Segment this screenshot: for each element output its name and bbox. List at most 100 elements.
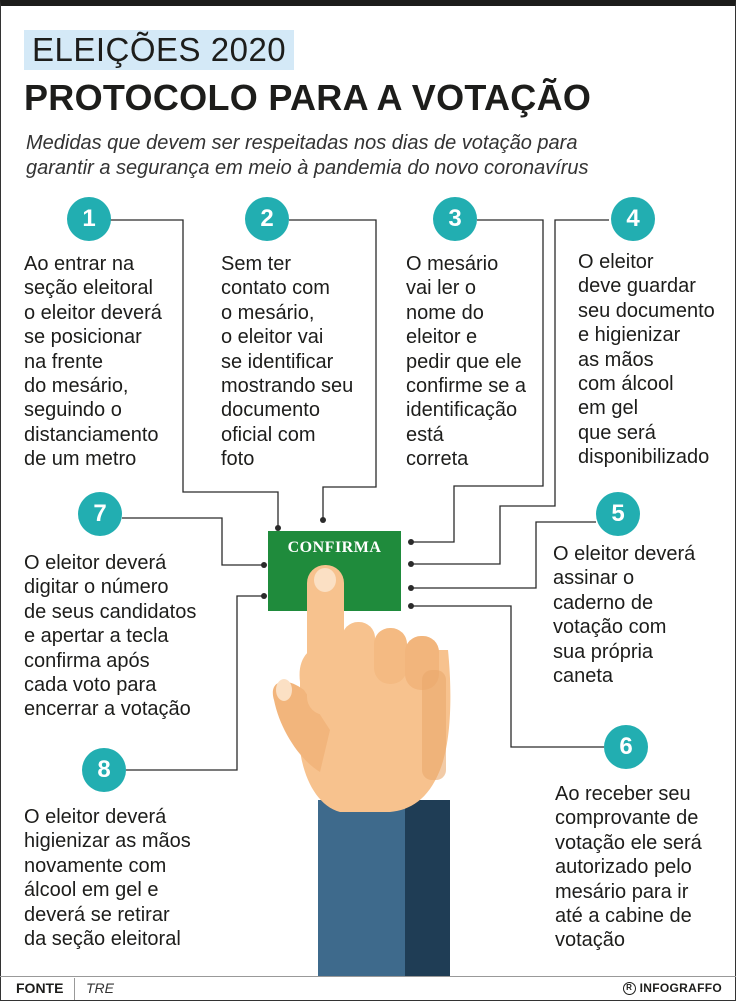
step-line: vai ler o: [406, 277, 477, 300]
step-text-5: O eleitor deverá assinar o caderno de vo…: [553, 542, 695, 688]
step-line: contato com: [221, 277, 330, 300]
step-line: o eleitor deverá: [24, 301, 162, 324]
brand-logo: R INFOGRAFFO: [622, 981, 722, 995]
step-badge-2: 2: [245, 197, 289, 241]
step-line: eleitor e: [406, 326, 478, 349]
step-line: votação ele será: [555, 831, 702, 854]
connector-line-3: [411, 219, 544, 543]
step-line: deve guardar: [578, 275, 696, 298]
finger-index: [307, 565, 344, 715]
step-line: está: [406, 423, 444, 446]
step-line: votação: [555, 929, 626, 952]
step-line: e higienizar: [578, 324, 681, 347]
step-line: disponibilizado: [578, 446, 710, 469]
step-line: O eleitor: [578, 251, 654, 273]
footer-separator: [74, 978, 75, 1000]
index-nail: [314, 568, 336, 592]
step-line: deverá se retirar: [24, 903, 170, 926]
subtitle: Medidas que devem ser respeitadas nos di…: [26, 131, 706, 181]
step-line: foto: [221, 448, 255, 471]
step-line: O mesário: [406, 253, 499, 275]
step-line: seguindo o: [24, 399, 122, 422]
step-line: oficial com: [221, 423, 316, 446]
step-badge-8: 8: [82, 748, 126, 792]
step-line: votação com: [553, 616, 667, 639]
footer-divider: [0, 976, 736, 977]
source-value: TRE: [86, 980, 114, 996]
step-line: mesário para ir: [555, 880, 689, 903]
step-line: higienizar as mãos: [24, 830, 191, 853]
step-line: seção eleitoral: [24, 277, 153, 300]
step-text-3: O mesário vai ler o nome do eleitor e pe…: [406, 252, 526, 472]
connector-line-4: [411, 219, 609, 565]
step-line: seu documento: [578, 299, 715, 322]
step-line: caneta: [553, 665, 614, 688]
connector-line-7: [122, 517, 264, 566]
step-line: identificação: [406, 399, 518, 422]
step-text-2: Sem ter contato com o mesário, o eleitor…: [221, 252, 353, 472]
step-line: o eleitor vai: [221, 326, 324, 349]
step-badge-7: 7: [78, 492, 122, 536]
step-line: se identificar: [221, 350, 334, 373]
brand-name: INFOGRAFFO: [639, 981, 722, 995]
step-line: que será: [578, 421, 656, 444]
source-label: FONTE: [16, 980, 64, 996]
step-line: e apertar a tecla: [24, 625, 169, 648]
step-line: se posicionar: [24, 326, 142, 349]
connector-line-8: [126, 595, 264, 771]
step-line: na frente: [24, 350, 103, 373]
step-line: o mesário,: [221, 301, 315, 324]
step-line: O eleitor deverá: [553, 543, 696, 565]
step-line: pedir que ele: [406, 350, 522, 373]
step-line: com álcool: [578, 373, 674, 396]
step-line: digitar o número: [24, 576, 169, 599]
page-title: PROTOCOLO PARA A VOTAÇÃO: [24, 77, 592, 118]
subtitle-line: garantir a segurança em meio à pandemia …: [26, 157, 589, 179]
connector-line-2: [289, 219, 377, 520]
step-text-1: Ao entrar na seção eleitoral o eleitor d…: [24, 252, 162, 472]
step-line: comprovante de: [555, 807, 699, 830]
step-text-8: O eleitor deverá higienizar as mãos nova…: [24, 805, 191, 951]
step-badge-6: 6: [604, 725, 648, 769]
registered-icon: R: [622, 981, 636, 995]
step-line: álcool em gel e: [24, 879, 159, 902]
connector-line-1: [110, 219, 279, 528]
step-line: Sem ter: [221, 253, 292, 275]
step-line: as mãos: [578, 348, 654, 371]
step-line: nome do: [406, 301, 484, 324]
step-line: cada voto para: [24, 674, 157, 697]
step-line: Ao entrar na: [24, 253, 135, 275]
connector-line-5: [411, 521, 596, 589]
step-badge-3: 3: [433, 197, 477, 241]
step-badge-5: 5: [596, 492, 640, 536]
thumb-nail: [276, 679, 292, 701]
connector-dots: [261, 517, 414, 609]
step-text-4: O eleitor deve guardar seu documento e h…: [578, 250, 715, 470]
step-line: O eleitor deverá: [24, 806, 167, 828]
step-line: Ao receber seu: [555, 783, 691, 805]
step-line: de um metro: [24, 448, 137, 471]
step-line: mostrando seu: [221, 375, 354, 398]
thumb: [272, 681, 330, 772]
step-line: autorizado pelo: [555, 856, 692, 879]
sleeve-shade: [405, 800, 450, 976]
step-line: documento: [221, 399, 320, 422]
step-line: confirme se a: [406, 375, 527, 398]
step-line: distanciamento: [24, 423, 159, 446]
step-line: confirma após: [24, 649, 150, 672]
step-line: de seus candidatos: [24, 600, 197, 623]
finger-ring: [374, 628, 407, 684]
step-line: novamente com: [24, 854, 167, 877]
step-badge-1: 1: [67, 197, 111, 241]
step-line: até a cabine de: [555, 905, 692, 928]
step-line: sua própria: [553, 640, 654, 663]
step-line: caderno de: [553, 591, 654, 614]
palm-shade: [422, 670, 446, 780]
step-text-7: O eleitor deverá digitar o número de seu…: [24, 551, 196, 722]
step-line: O eleitor deverá: [24, 552, 167, 574]
connector-line-6: [411, 605, 604, 748]
finger-middle: [342, 622, 375, 680]
step-line: assinar o: [553, 567, 635, 590]
